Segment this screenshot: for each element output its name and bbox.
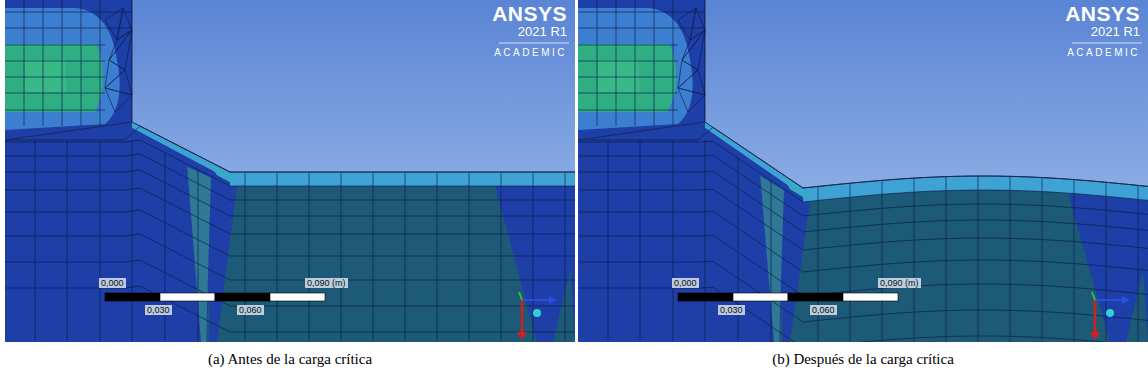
scale-segment xyxy=(270,293,325,301)
axis-head xyxy=(1090,332,1100,340)
plate-edge xyxy=(5,122,575,172)
scale-value: 0,030 xyxy=(718,305,745,315)
axis-x xyxy=(522,299,551,301)
stress-region xyxy=(187,164,211,342)
axis-z xyxy=(1092,292,1095,300)
mesh xyxy=(5,0,575,342)
plate-band xyxy=(705,122,1148,202)
logo-version: 2021 R1 xyxy=(518,25,567,40)
scale-segment xyxy=(105,293,160,301)
scale-value: 0,000 xyxy=(672,278,699,288)
stress-region xyxy=(598,60,640,92)
scale-segment xyxy=(733,293,788,301)
subfigure-caption: (a) Antes de la carga crítica xyxy=(208,351,372,368)
scale-value: 0,060 xyxy=(237,305,264,315)
scale-segment xyxy=(788,293,843,301)
logo-edition: ACADEMIC xyxy=(494,47,567,59)
logo-edition: ACADEMIC xyxy=(1067,47,1140,59)
stress-region xyxy=(782,189,810,342)
panel-content xyxy=(5,0,575,342)
scale-value: 0,000 xyxy=(99,278,126,288)
axis-x xyxy=(1095,299,1124,301)
scale-segment xyxy=(843,293,898,301)
scale-segment xyxy=(215,293,270,301)
scale-value: 0,030 xyxy=(145,305,172,315)
scale-segment xyxy=(160,293,215,301)
logo-version: 2021 R1 xyxy=(1091,25,1140,40)
stress-region xyxy=(209,176,237,342)
stress-region xyxy=(760,173,784,342)
stress-region xyxy=(5,44,103,112)
stress-region xyxy=(205,181,575,342)
solid-body xyxy=(5,0,575,342)
fea-panel xyxy=(578,0,1148,348)
fea-panel xyxy=(5,0,575,342)
mesh xyxy=(578,0,1148,342)
background xyxy=(578,0,1148,342)
logo-rule xyxy=(1072,43,1142,44)
background xyxy=(5,0,575,342)
axis-y xyxy=(1094,300,1097,336)
plate-edge xyxy=(578,122,1148,188)
solid-body xyxy=(705,128,803,202)
logo-title: ANSYS xyxy=(492,2,567,26)
origin-ball xyxy=(1106,309,1114,317)
origin-ball xyxy=(533,309,541,317)
axis-head xyxy=(549,296,557,304)
scale-value: 0,090 (m) xyxy=(878,278,921,288)
axis-z xyxy=(519,292,522,300)
panel-content xyxy=(578,0,1148,342)
stress-region xyxy=(578,44,676,112)
subfigure-caption: (b) Después de la carga crítica xyxy=(772,351,954,368)
solid-body xyxy=(578,0,1148,342)
logo-title: ANSYS xyxy=(1065,2,1140,26)
scale-segment xyxy=(678,293,733,301)
stress-region xyxy=(1068,193,1148,342)
stress-region xyxy=(25,60,67,92)
solid-body xyxy=(132,128,230,186)
plate-band xyxy=(132,122,575,186)
axis-y xyxy=(521,300,524,336)
stress-region xyxy=(495,186,575,342)
logo-rule xyxy=(499,43,569,44)
axis-head xyxy=(517,332,527,340)
scale-bar xyxy=(105,293,325,301)
scale-value: 0,090 (m) xyxy=(305,278,348,288)
axis-head xyxy=(1122,296,1130,304)
scale-value: 0,060 xyxy=(810,305,837,315)
axis-triad xyxy=(517,292,557,340)
axis-triad xyxy=(1090,292,1130,340)
scale-bar xyxy=(678,293,898,301)
